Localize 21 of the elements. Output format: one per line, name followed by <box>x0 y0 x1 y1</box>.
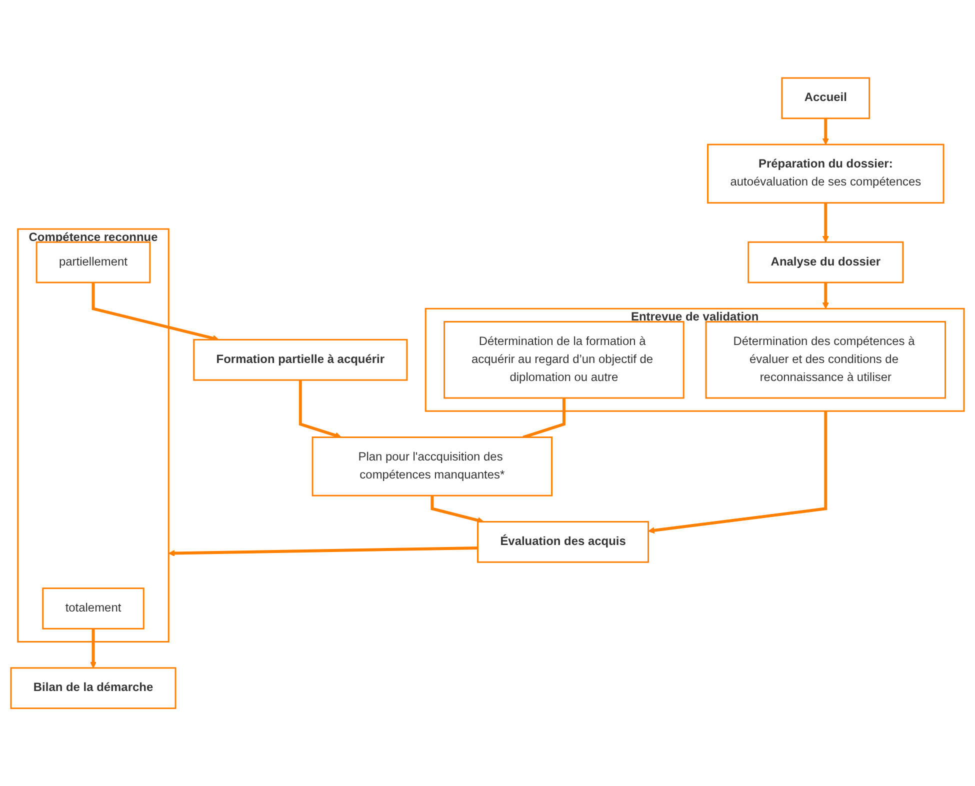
arrow <box>648 410 828 534</box>
node-box: Évaluation des acquis <box>477 520 650 563</box>
arrow <box>168 546 478 556</box>
node-box: Préparation du dossier: autoévaluation de ses compétences <box>707 144 944 204</box>
node-box: Bilan de la démarche <box>10 667 176 709</box>
node-box: Analyse du dossier <box>748 241 904 284</box>
arrow <box>430 495 484 524</box>
node-box: Plan pour l'accquisition des compétences manquantes* <box>312 436 553 496</box>
arrow <box>298 380 342 438</box>
arrow <box>822 202 829 242</box>
arrow <box>92 282 220 342</box>
node-box: Accueil <box>781 77 870 119</box>
node-box: totalement <box>42 587 144 630</box>
arrow <box>822 282 829 309</box>
node-box: partiellement <box>36 241 151 284</box>
node-box: Détermination de la formation à acquérir au regard d’un objectif de diplomation ou autre <box>444 320 684 399</box>
node-box: Détermination des compétences à évaluer et des conditions de reconnaissance à utiliser <box>705 320 946 399</box>
arrow <box>822 118 829 145</box>
connector <box>522 398 566 439</box>
node-box: Formation partielle à acquérir <box>193 338 408 381</box>
arrow <box>90 628 97 668</box>
